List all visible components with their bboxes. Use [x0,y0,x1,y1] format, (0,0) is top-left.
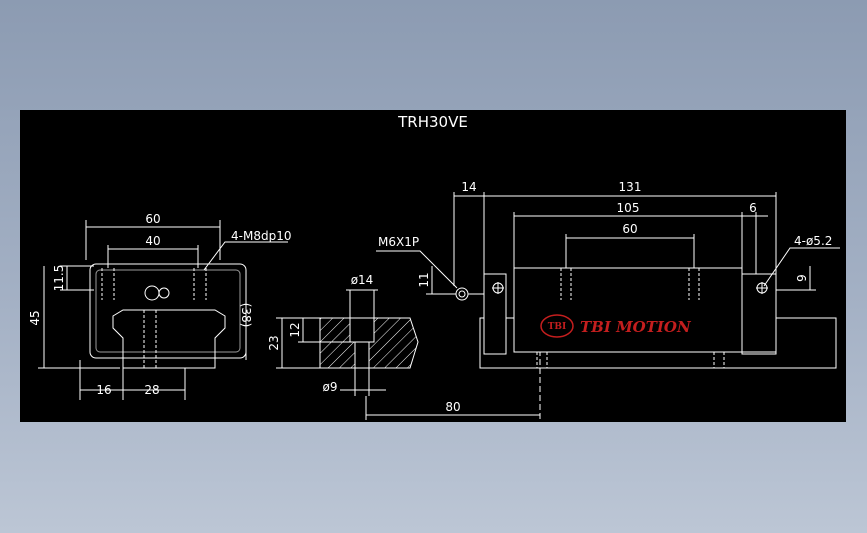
dim-hole-spacing: 60 [622,222,637,236]
front-block-inner [95,269,241,353]
dim-counterbore-dia: ø14 [351,273,374,287]
leader-grease-nipple [376,250,458,289]
dim-counterbore-depth: 12 [288,322,302,337]
dim-height-ref: (38) [239,303,253,328]
front-nipple-circle [158,287,170,299]
dim-rail-width: 28 [144,383,159,397]
dim-height-total: 45 [28,310,42,325]
label-mount-thread: 4-M8dp10 [231,229,291,243]
front-center-circle [144,285,160,301]
rail-through-hole [354,341,370,369]
side-top-holes [536,268,725,368]
grease-nipple [455,287,469,301]
logo-badge-ring [540,314,574,338]
dim-seal: 6 [749,201,757,215]
label-grease-nipple: M6X1P [378,235,419,249]
dim-nipple-height: 11 [417,272,431,287]
dim-hole-dia: ø9 [323,380,338,394]
logo-text: TBI MOTION [580,318,692,336]
dim-width-inner: 40 [145,234,160,248]
label-holes: 4-ø5.2 [794,234,832,248]
side-block-body [513,267,743,353]
dim-length-total: 131 [619,180,642,194]
grease-nipple-inner [458,290,466,298]
side-view: TBI TBI MOTION 14 131 105 6 60 M6X1P 11 [376,180,840,369]
dim-rail-offset: 16 [96,383,111,397]
leader-mount-thread [203,241,288,271]
drawing-title: TRH30VE [397,113,468,131]
front-mount-holes [101,268,207,368]
cad-drawing-sheet: TRH30VE 60 40 4-M8dp10 11.5 [20,110,846,422]
tbi-motion-logo: TBI TBI MOTION [540,314,692,338]
rail-section-view: ø14 12 23 ø9 80 [267,273,541,420]
leader-holes [763,247,840,287]
side-end-cap-left [483,273,507,355]
front-view: 60 40 4-M8dp10 11.5 45 (38) 16 28 [28,212,291,400]
front-block-outline [89,263,247,359]
rail-counterbore [349,317,375,343]
logo-badge: TBI [548,322,567,332]
dim-pitch: 80 [445,400,460,414]
dim-rail-height: 23 [267,335,281,350]
dim-width-outer: 60 [145,212,160,226]
front-rail-profile [112,309,226,369]
dim-hole-height: 9 [795,274,809,282]
dim-length-body: 105 [617,201,640,215]
dim-height-top: 11.5 [52,265,66,292]
side-end-cap-right [741,273,777,355]
dim-end-cap: 14 [461,180,476,194]
cad-drawing-canvas: TRH30VE 60 40 4-M8dp10 11.5 [28,113,840,420]
